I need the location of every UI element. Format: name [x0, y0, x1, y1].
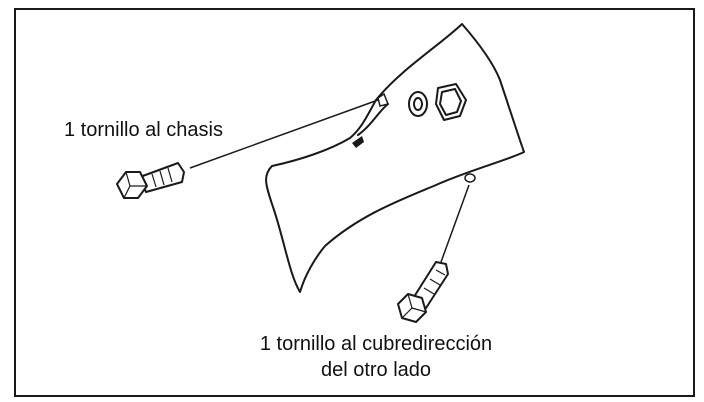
label-cover-screw: 1 tornillo al cubredirección del otro la… [232, 331, 520, 383]
mount-point-chassis-icon [352, 92, 390, 148]
label-cover-line2: del otro lado [320, 359, 432, 381]
label-chassis-screw: 1 tornillo al chasis [64, 119, 223, 141]
mount-point-cover-icon [464, 173, 476, 183]
bolt-cover-icon [397, 261, 449, 323]
square-slot-icon [435, 83, 467, 121]
bolt-chassis-icon [116, 162, 185, 199]
label-cover-line1: 1 tornillo al cubredirección [259, 333, 493, 355]
leader-lines [189, 99, 470, 263]
round-hole-icon [408, 91, 428, 117]
bracket-part [265, 23, 525, 293]
